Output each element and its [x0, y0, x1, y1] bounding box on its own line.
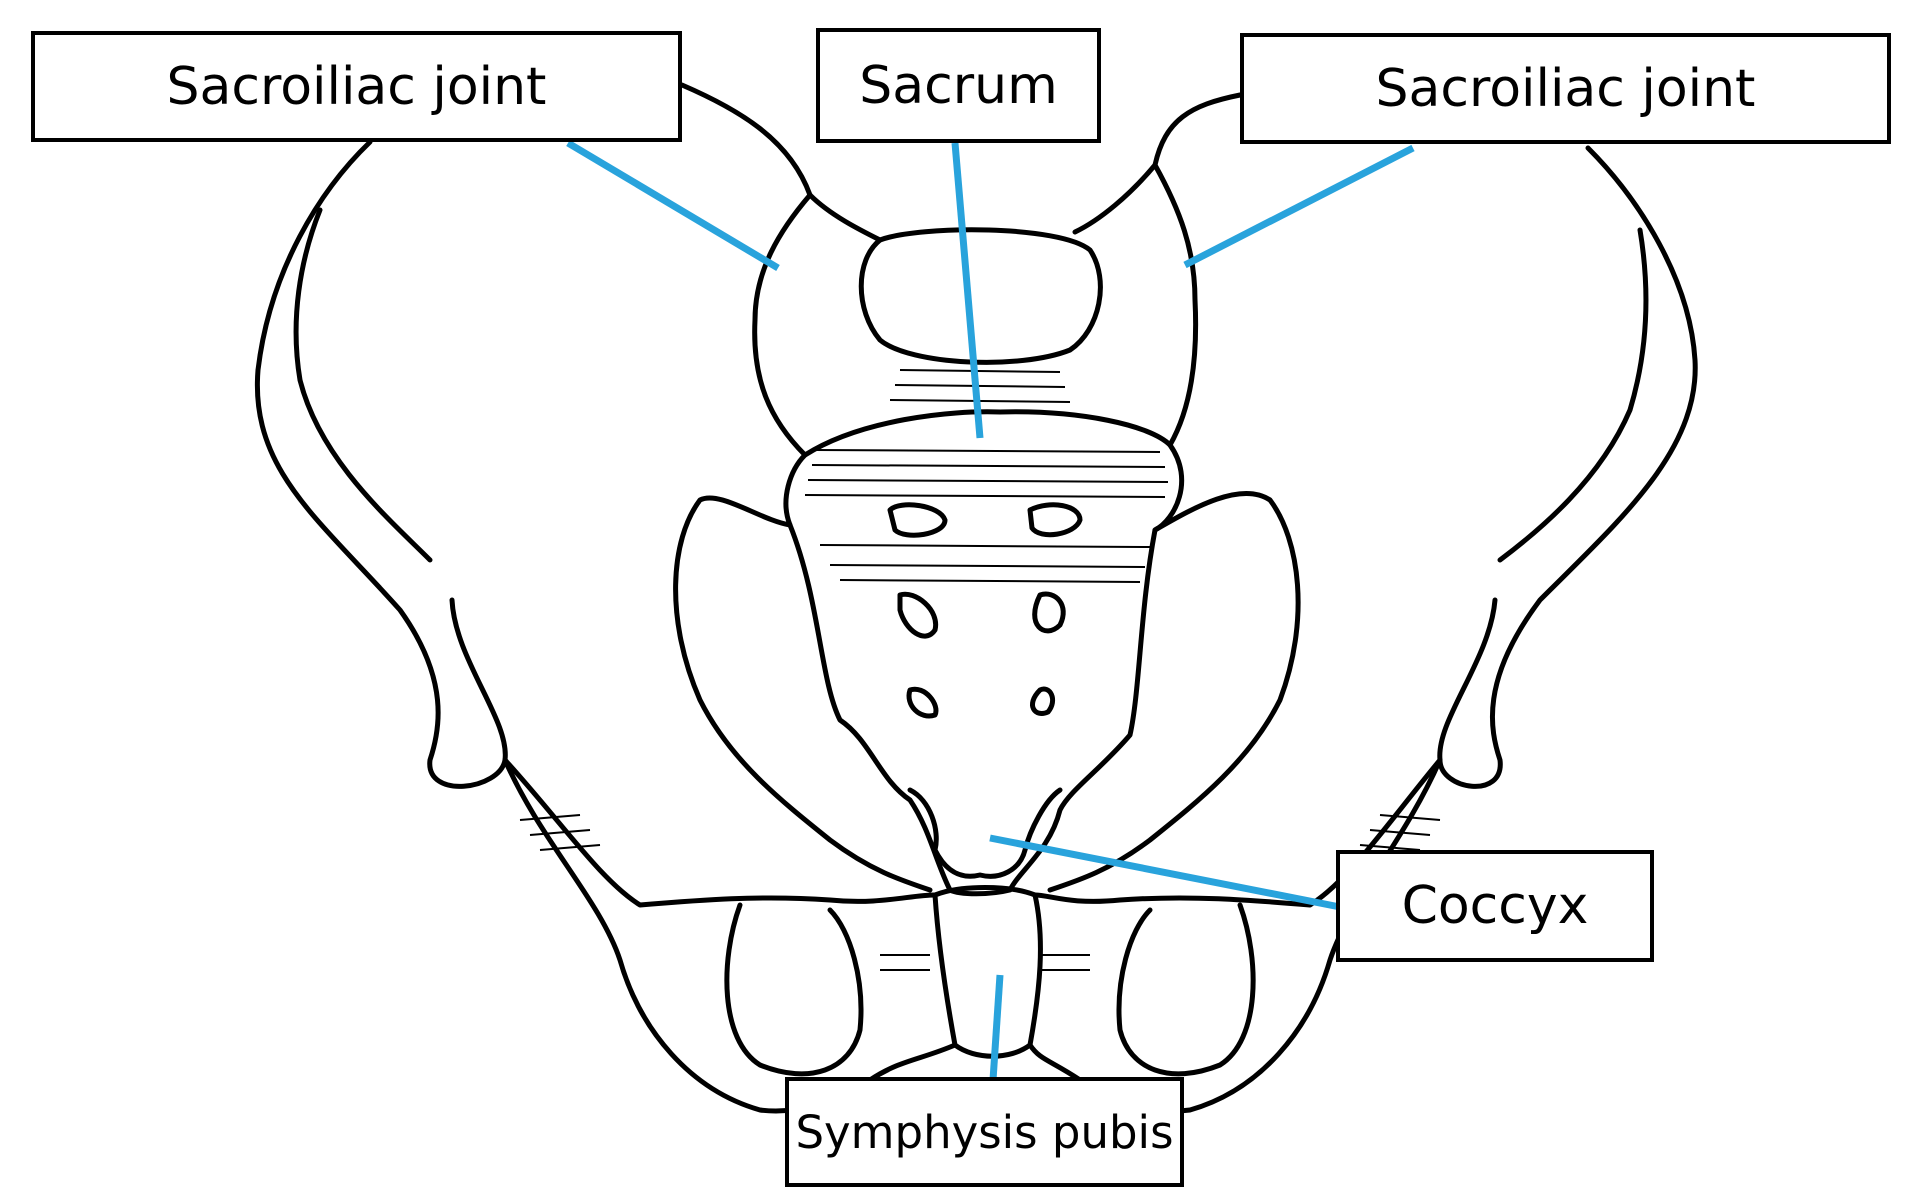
coccyx-shape — [907, 787, 1063, 879]
foramen-l2 — [897, 591, 939, 639]
sacrum-right-wing — [1152, 162, 1199, 448]
foramen-r3 — [1030, 686, 1055, 716]
leader-sacroiliac-left — [566, 139, 780, 272]
sacrum-left-border — [673, 495, 933, 893]
left-ala — [679, 82, 883, 243]
label-text: Coccyx — [1401, 876, 1589, 936]
left-pubic-ramus — [502, 757, 938, 908]
left-ischium — [502, 757, 958, 1114]
label-text: Sacroiliac joint — [166, 56, 547, 117]
sacrum-right-border — [1047, 490, 1301, 893]
right-ilium-inner — [1497, 227, 1649, 563]
leader-coccyx — [989, 834, 1341, 911]
foramen-r1 — [1027, 502, 1083, 538]
leader-lines — [566, 139, 1415, 1081]
sacral-promontory — [858, 227, 1103, 365]
label-symphysis-pubis: Symphysis pubis — [785, 1077, 1184, 1187]
label-sacroiliac-joint-left: Sacroiliac joint — [31, 31, 682, 142]
label-coccyx: Coccyx — [1336, 850, 1654, 962]
leader-sacrum — [951, 142, 984, 439]
label-sacrum: Sacrum — [816, 28, 1101, 143]
sacrum-hatching — [519, 369, 1441, 971]
right-ilium — [1437, 145, 1698, 789]
leader-symphysis — [989, 974, 1004, 1081]
label-text: Sacroiliac joint — [1375, 58, 1756, 119]
pelvis-outline — [254, 82, 1698, 1114]
right-obturator — [1116, 902, 1256, 1077]
foramen-l3 — [906, 686, 939, 719]
left-ilium — [254, 139, 508, 789]
label-text: Sacrum — [859, 55, 1058, 116]
left-ilium-inner — [293, 207, 433, 563]
symphysis-block — [932, 885, 1043, 1059]
left-obturator — [724, 902, 864, 1077]
right-pubic-ramus — [1032, 757, 1443, 908]
foramen-l1 — [887, 502, 948, 538]
label-sacroiliac-joint-right: Sacroiliac joint — [1240, 33, 1891, 144]
sacrum-left-wing — [752, 192, 813, 458]
label-text: Symphysis pubis — [795, 1105, 1174, 1159]
foramen-r2 — [1032, 591, 1066, 634]
leader-sacroiliac-right — [1183, 144, 1415, 269]
sacrum-body — [783, 409, 1185, 897]
